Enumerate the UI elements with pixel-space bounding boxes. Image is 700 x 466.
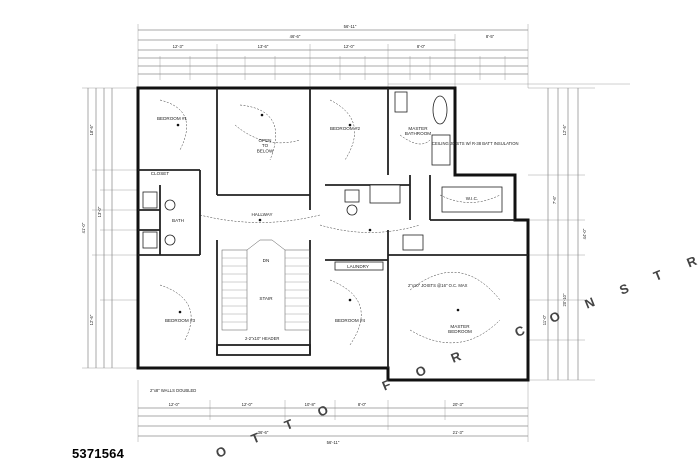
fixtures [142, 91, 503, 271]
left-dimension-lines [82, 87, 138, 369]
room-label-closet: CLOSET [151, 171, 170, 176]
room-label-bedroom-4: BEDROOM #4 [335, 318, 366, 323]
stair [221, 239, 311, 331]
note-insulation: 2"x10" JOISTS @16" O.C. MAX [408, 283, 468, 288]
room-label-stair: STAIR [259, 296, 273, 301]
note-header: 2-2"x10" HEADER [245, 336, 279, 341]
note-ceiling: CEILING JOISTS W/ R-38 BATT INSULATION [432, 141, 519, 146]
dim-bot-seg-1: 12'-0" [169, 402, 180, 407]
dim-left-lower: 12'-6" [89, 314, 94, 325]
dim-right-lower: 20'-10" [562, 293, 567, 307]
dim-right-upper: 12'-6" [562, 124, 567, 135]
dim-top-seg-1: 12'-3" [173, 44, 184, 49]
right-dimension-lines [388, 83, 630, 381]
exterior-wall [136, 86, 530, 382]
dim-top-seg-4: 8'-0" [417, 44, 426, 49]
dim-right-mid: 7'-6" [552, 195, 557, 204]
dim-bot-seg-3: 10'-8" [305, 402, 316, 407]
dim-bot-right: 21'-3" [453, 430, 464, 435]
dim-bot-seg-5: 20'-3" [453, 402, 464, 407]
dim-right-seg: 11'-0" [542, 314, 547, 325]
dim-left-upper: 18'-6" [89, 124, 94, 135]
dim-top-main: 46'-6" [290, 34, 301, 39]
dim-top-overall: 56'-11" [344, 24, 357, 29]
room-label-hallway: HALLWAY [251, 212, 272, 217]
room-label-laundry: LAUNDRY [347, 264, 369, 269]
watermark-text: OTTO FOR CONSTR [214, 243, 700, 461]
dim-top-right: 8'-5" [486, 34, 495, 39]
stairs-down-label: DN [263, 258, 270, 263]
room-label-bedroom-2: BEDROOM #2 [330, 126, 361, 131]
dim-left-overall: 41'-0" [81, 222, 86, 233]
dim-bot-overall: 56'-11" [327, 440, 340, 445]
dim-bot-seg-4: 8'-0" [358, 402, 367, 407]
note-foot: 2"x8" WALLS DOUBLED [150, 388, 196, 393]
top-dimension-lines [137, 24, 529, 88]
electrical-wiring [159, 99, 501, 346]
room-label-bedroom-3: BEDROOM #3 [165, 318, 196, 323]
bottom-dimension-lines [137, 380, 529, 442]
listing-id: 5371564 [72, 446, 125, 461]
room-label-bath: BATH [172, 218, 184, 223]
dim-left-mid: 13'-0" [97, 206, 102, 217]
room-label-wic: W.I.C. [466, 196, 479, 201]
interior-walls [138, 88, 528, 368]
dim-top-seg-3: 12'-0" [344, 44, 355, 49]
watermark: OTTO FOR CONSTR [214, 243, 700, 461]
dim-bot-left: 36'-6" [258, 430, 269, 435]
room-label-bedroom-1: BEDROOM #1 [157, 116, 188, 121]
dim-bot-seg-2: 12'-0" [242, 402, 253, 407]
ceiling-lights [176, 113, 460, 314]
dim-right-overall: 44'-0" [582, 228, 587, 239]
dim-top-seg-2: 13'-6" [258, 44, 269, 49]
